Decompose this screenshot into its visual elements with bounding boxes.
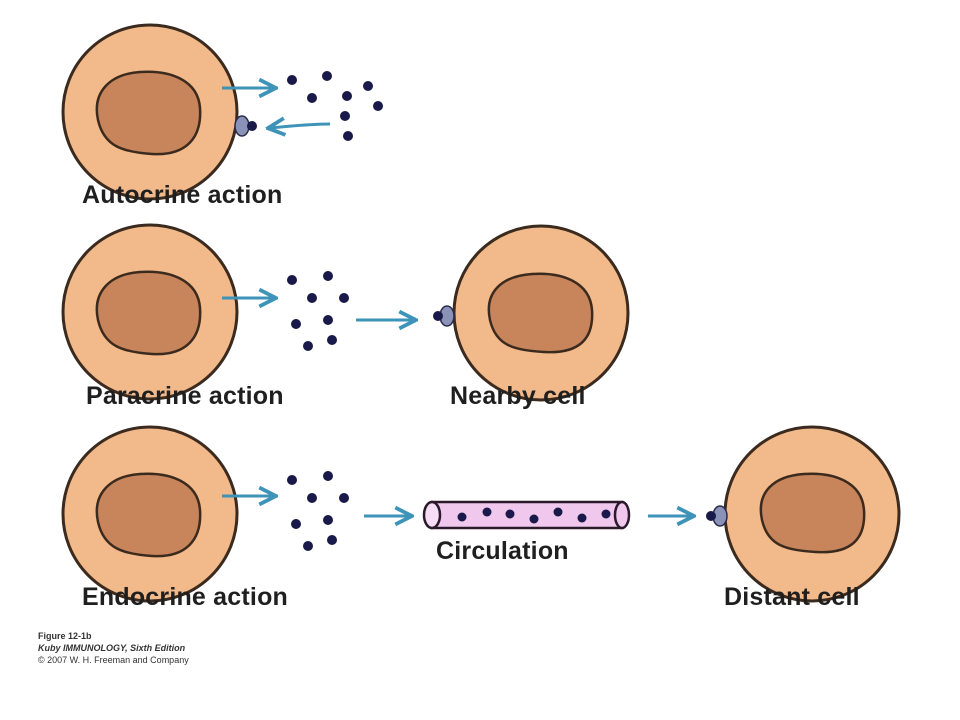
nearby-cell — [452, 224, 630, 402]
endocrine-source-cell — [61, 425, 239, 603]
distant-cell — [723, 425, 901, 603]
nearby-cell-receptor — [433, 305, 455, 327]
autocrine-label: Autocrine action — [82, 181, 283, 209]
endocrine-label: Endocrine action — [82, 583, 289, 611]
autocrine-return-arrow — [270, 124, 331, 128]
distant-cell-label: Distant cell — [724, 583, 860, 611]
paracrine-source-cell — [61, 223, 239, 401]
autocrine-molecules — [287, 71, 383, 141]
distant-cell-receptor — [706, 505, 728, 527]
autocrine-source-cell — [61, 23, 239, 201]
circulation-vessel — [422, 500, 631, 530]
paracrine-molecules — [287, 271, 349, 351]
circulation-label: Circulation — [436, 537, 569, 565]
paracrine-label: Paracrine action — [86, 382, 284, 410]
copyright-line: © 2007 W. H. Freeman and Company — [38, 655, 189, 665]
figure-number: Figure 12-1b — [38, 631, 92, 641]
autocrine-receptor — [234, 115, 257, 137]
book-credit: Kuby IMMUNOLOGY, Sixth Edition — [38, 643, 186, 653]
endocrine-molecules — [287, 471, 349, 551]
nearby-cell-label: Nearby cell — [450, 382, 586, 410]
